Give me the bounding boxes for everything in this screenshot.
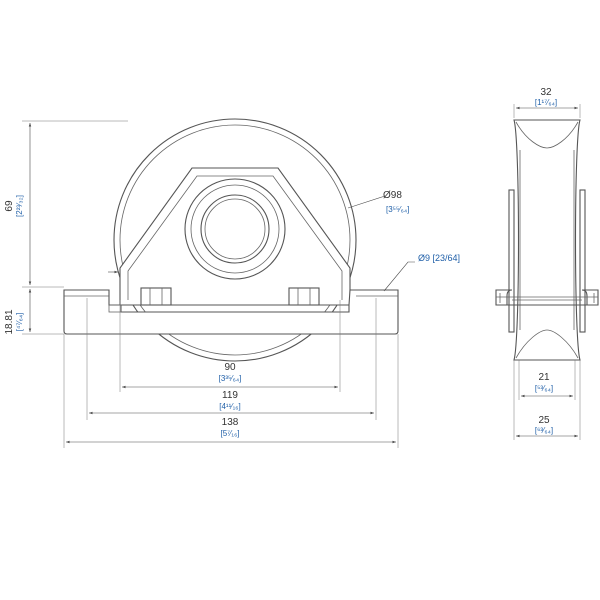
side-bracket-left bbox=[508, 189, 515, 333]
base-notch-left bbox=[108, 304, 122, 313]
front-view: 69 [2²³⁄₃₂] 18.81 [⁴⁷⁄₆₄] Ø98 [3⁵⁵⁄₆₄] Ø… bbox=[4, 118, 460, 448]
dim-90-mm: 90 bbox=[224, 362, 236, 373]
hub-bore bbox=[204, 198, 266, 260]
dim-wheel-diameter-inch: [3⁵⁵⁄₆₄] bbox=[386, 205, 409, 214]
dim-90-inch: [3³⁵⁄₆₄] bbox=[219, 374, 242, 383]
bolt-slot-left bbox=[140, 287, 172, 306]
dim-18-81-mm: 18.81 bbox=[4, 309, 15, 334]
dim-25-inch: [⁶³⁄₆₄] bbox=[535, 426, 553, 435]
dim-119-inch: [4¹¹⁄₁₆] bbox=[219, 402, 240, 411]
bolt-slot-right bbox=[288, 287, 320, 306]
side-bracket-right bbox=[579, 189, 586, 333]
side-base bbox=[495, 289, 599, 306]
side-groove-bottom bbox=[515, 329, 579, 359]
dim-138-mm: 138 bbox=[222, 417, 239, 428]
wheel-inner-rim bbox=[119, 124, 351, 356]
bracket-plate-inner bbox=[127, 175, 343, 300]
dim-18-81-inch: [⁴⁷⁄₆₄] bbox=[15, 313, 24, 332]
dim-wheel-diameter-mm: Ø98 bbox=[383, 190, 402, 201]
hub-bearing bbox=[200, 194, 270, 264]
dim-25-mm: 25 bbox=[538, 415, 550, 426]
dim-21-inch: [⁵³⁄₆₄] bbox=[535, 384, 553, 393]
dim-119-mm: 119 bbox=[222, 390, 238, 401]
side-wheel-outline bbox=[513, 119, 581, 361]
dim-21-mm: 21 bbox=[538, 372, 550, 383]
dim-32-mm: 32 bbox=[540, 87, 552, 98]
hub-outer bbox=[184, 178, 286, 280]
dim-69-mm: 69 bbox=[4, 200, 15, 212]
side-view: 32 [1¹⁷⁄₆₄] 21 [⁵³⁄₆₄] 25 [⁶³⁄₆₄] bbox=[495, 87, 599, 440]
dim-32-inch: [1¹⁷⁄₆₄] bbox=[535, 98, 557, 107]
base-plate bbox=[63, 289, 399, 335]
dim-hole-diameter: Ø9 [23/64] bbox=[418, 253, 460, 263]
hub-ring-1 bbox=[190, 184, 280, 274]
dim-69-inch: [2²³⁄₃₂] bbox=[15, 195, 24, 217]
dim-138-inch: [5⁷⁄₁₆] bbox=[220, 429, 239, 438]
side-groove-top bbox=[515, 121, 579, 149]
